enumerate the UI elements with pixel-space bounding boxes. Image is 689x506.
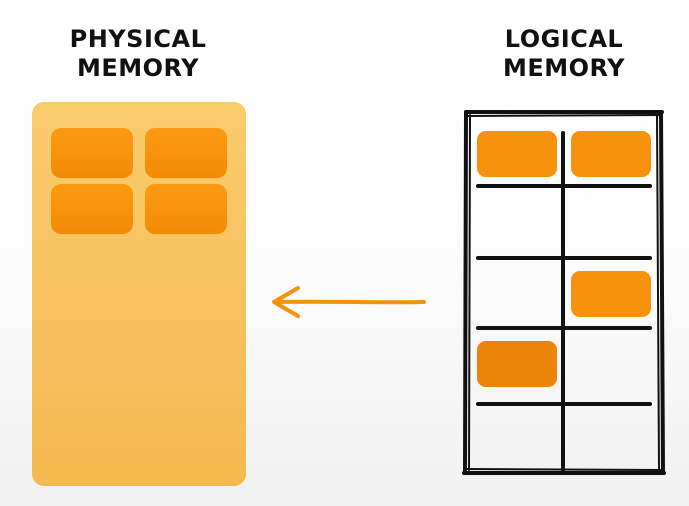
physical-memory-label: PHYSICAL MEMORY xyxy=(69,25,207,82)
logical-page xyxy=(571,271,651,317)
physical-page xyxy=(145,184,227,234)
physical-memory-block xyxy=(32,102,246,486)
logical-memory-grid xyxy=(462,110,666,475)
physical-page xyxy=(51,128,133,178)
physical-page xyxy=(145,128,227,178)
logical-page xyxy=(477,131,557,177)
mapping-arrow xyxy=(272,286,426,318)
logical-page xyxy=(477,341,557,387)
logical-page xyxy=(571,131,651,177)
logical-memory-label: LOGICAL MEMORY xyxy=(502,25,626,82)
physical-page xyxy=(51,184,133,234)
